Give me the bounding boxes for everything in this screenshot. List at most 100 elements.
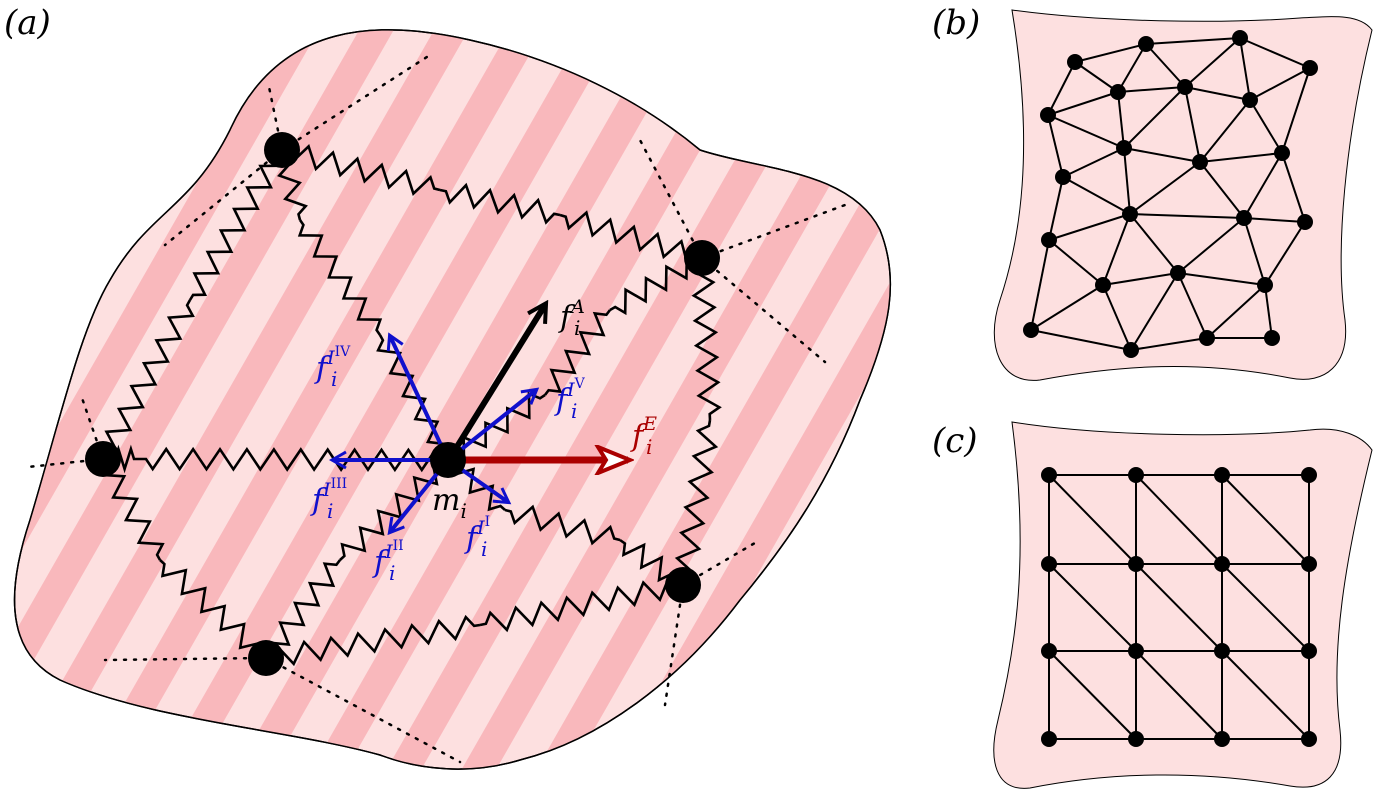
mesh-edge	[1048, 176, 1064, 241]
mesh-edge	[1129, 161, 1201, 215]
mesh-edge	[1145, 37, 1241, 45]
mesh-edge	[1102, 284, 1132, 351]
node	[684, 240, 720, 276]
mesh-node	[1128, 731, 1144, 747]
mesh-edge	[1135, 474, 1223, 565]
mesh-edge	[1130, 272, 1179, 351]
mesh-node	[1257, 277, 1273, 293]
interaction-force-arrow-v	[446, 387, 540, 462]
node	[665, 567, 701, 603]
spring-segment	[297, 219, 383, 336]
mesh-node	[1041, 467, 1057, 483]
mesh-edge	[1243, 217, 1266, 286]
mesh-edge	[1243, 217, 1306, 223]
cell-outline	[13, 29, 892, 770]
mesh-c-domain	[993, 421, 1373, 789]
mesh-edge	[1199, 99, 1251, 163]
mesh-edge	[1281, 152, 1306, 223]
panel-b-label: (b)	[932, 3, 980, 43]
mesh-edge	[1249, 67, 1311, 101]
mesh-edge	[1199, 152, 1283, 163]
central-mass-node	[430, 442, 466, 478]
mesh-node	[1177, 79, 1193, 95]
mesh-edge	[1048, 213, 1131, 241]
node	[85, 441, 121, 477]
stripe	[14, 29, 44, 770]
mesh-node	[1232, 30, 1248, 46]
mesh-edge	[1030, 239, 1050, 331]
spring-segment	[479, 575, 684, 633]
mesh-node	[1041, 232, 1057, 248]
spring-segment	[188, 149, 287, 301]
mesh-edge	[1030, 284, 1104, 331]
mesh-edge	[1129, 213, 1245, 219]
mesh-node	[1041, 731, 1057, 747]
mesh-edge	[1047, 91, 1119, 116]
mesh-node	[1095, 277, 1111, 293]
mesh-b-edges	[1030, 37, 1311, 351]
mesh-node	[1236, 210, 1252, 226]
mesh-edge	[1135, 563, 1223, 652]
stripe	[14, 29, 344, 770]
spring-segment	[265, 614, 481, 667]
mesh-node	[1214, 556, 1230, 572]
mesh-node	[1274, 145, 1290, 161]
mesh-node	[1214, 731, 1230, 747]
mesh-edge	[1221, 563, 1310, 652]
mesh-node	[1041, 643, 1057, 659]
mesh-node	[1138, 36, 1154, 52]
mesh-node	[1128, 467, 1144, 483]
mesh-node	[1214, 467, 1230, 483]
mesh-edge	[1177, 272, 1266, 286]
nodes-a	[85, 132, 720, 676]
interaction-force-arrow-iv	[386, 332, 450, 461]
spring-segment	[690, 257, 722, 421]
mesh-edge	[1048, 474, 1137, 565]
mesh-edge	[1199, 161, 1245, 219]
spring-segment	[504, 504, 621, 546]
mesh-edge	[1074, 43, 1147, 63]
mesh-node	[1214, 643, 1230, 659]
panel-a-label: (a)	[4, 3, 51, 43]
spring-segment	[101, 299, 195, 460]
spring-segment	[439, 182, 561, 225]
mesh-node	[1116, 140, 1132, 156]
mesh-node	[1040, 107, 1056, 123]
mesh-edge	[1047, 114, 1125, 149]
mesh-edge	[1264, 284, 1273, 339]
stripe	[61, 29, 569, 770]
mesh-edge	[1047, 61, 1076, 116]
node	[264, 132, 300, 168]
mesh-edge	[1048, 239, 1104, 286]
mesh-edge	[1135, 650, 1223, 740]
spring-segment	[543, 309, 612, 396]
panel-c: (c)	[932, 421, 1373, 789]
mesh-node	[1067, 54, 1083, 70]
mass-label: mi	[432, 483, 467, 523]
mesh-edge	[1177, 272, 1208, 339]
mesh-edge	[1117, 91, 1125, 149]
mesh-edge	[1239, 37, 1251, 101]
mesh-edge	[1123, 86, 1186, 149]
mesh-edge	[1221, 650, 1310, 740]
mesh-node	[1123, 342, 1139, 358]
mesh-edge	[1184, 86, 1201, 163]
mesh-edge	[1239, 37, 1311, 69]
mesh-c-edges	[1048, 474, 1310, 740]
mesh-node	[1122, 206, 1138, 222]
mesh-node	[1242, 92, 1258, 108]
mesh-edge	[1047, 114, 1064, 178]
mesh-edge	[1048, 563, 1137, 652]
mesh-node	[1264, 330, 1280, 346]
mesh-node	[1301, 643, 1317, 659]
mesh-node	[1297, 214, 1313, 230]
mesh-edge	[1145, 43, 1186, 88]
stripe	[14, 29, 494, 770]
mesh-edge	[1243, 152, 1283, 219]
mesh-edge	[1184, 86, 1251, 101]
mesh-node	[1199, 330, 1215, 346]
mesh-node	[1301, 467, 1317, 483]
spring-segment	[674, 419, 719, 586]
